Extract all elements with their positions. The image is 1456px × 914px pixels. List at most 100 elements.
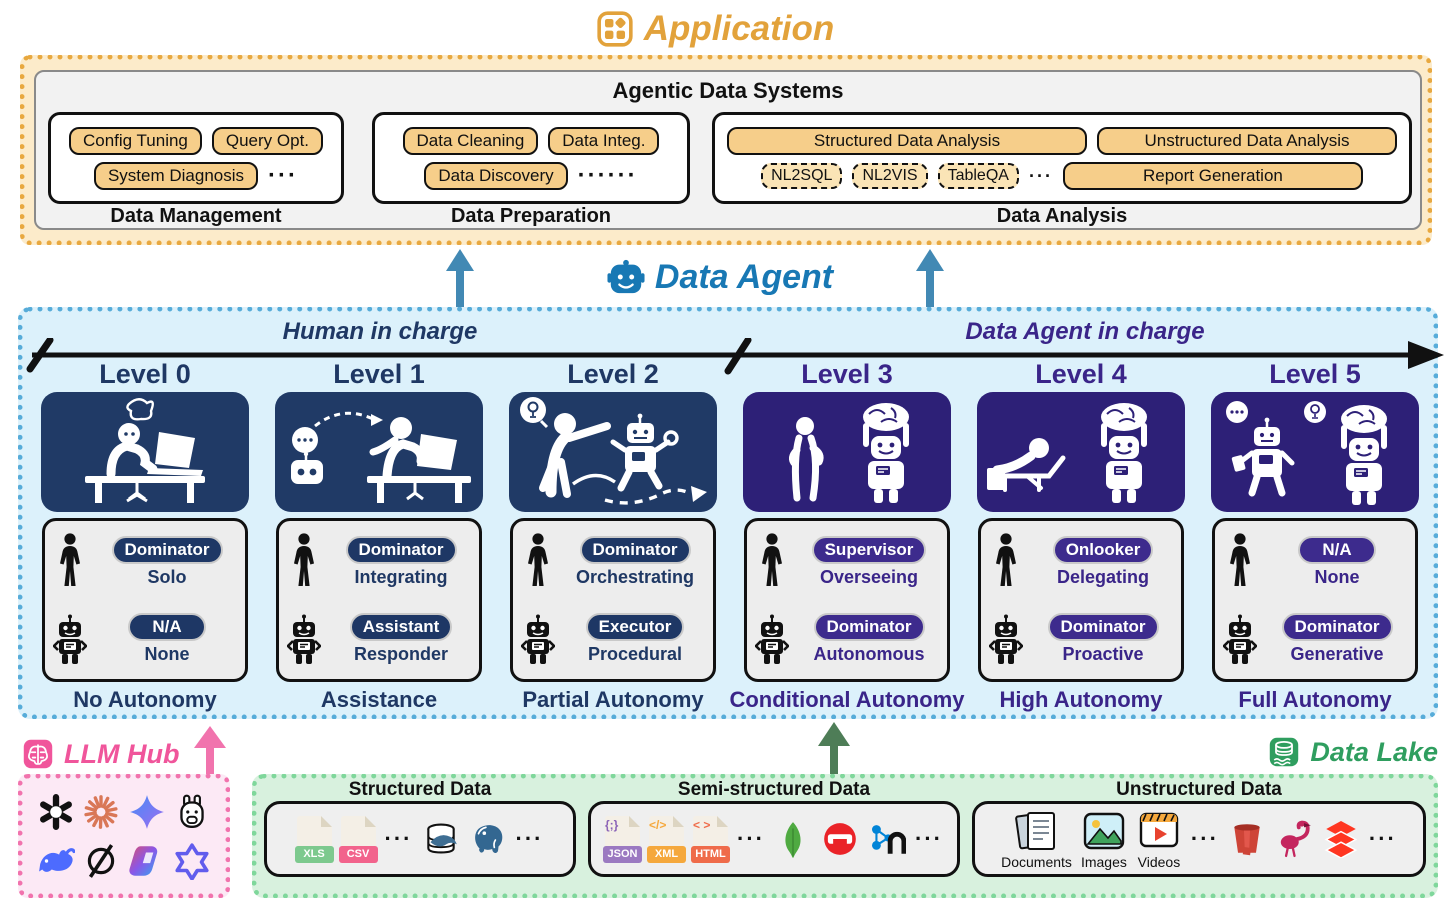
videos-item: Videos [1136,809,1182,870]
level-name: Level 0 [99,359,191,389]
grok-logo [88,843,115,878]
application-grid-icon [597,11,633,47]
agentic-data-systems-title: Agentic Data Systems [612,78,844,103]
chip-structured-analysis: Structured Data Analysis [727,126,1087,155]
human-role-badge: Dominator [111,535,223,564]
agent-style: Generative [1290,643,1384,664]
copilot-logo [129,845,158,876]
human-style: Solo [147,566,187,587]
level-0-roles: Dominator Solo N/A None [42,518,248,682]
structured-data-tray: XLS CSV ··· ··· [264,801,576,877]
xml-file-label: XML [647,845,687,863]
videos-icon [1139,812,1179,847]
human-icon [519,532,557,591]
structured-data-label: Structured Data [348,779,492,800]
agent-role-badge: Assistant [349,612,453,641]
up-arrow-icon [446,249,474,307]
human-role-badge: Dominator [579,535,691,564]
level-name: Level 4 [1035,359,1127,389]
html-file-label: HTML [691,845,731,863]
robot-icon [1221,612,1259,665]
data-analysis-box: Structured Data Analysis Unstructured Da… [712,112,1412,204]
chip-tableqa: TableQA [937,162,1019,189]
human-style: Delegating [1056,566,1149,587]
llm-hub-title: LLM Hub [64,738,180,769]
html-file-icon: < > HTML [691,815,731,863]
agent-role-badge: Dominator [1281,612,1393,641]
llm-up-arrow-icon [194,726,226,778]
level-name: Level 5 [1269,359,1361,389]
ellipsis: ··· [1190,826,1219,851]
ellipsis: ······ [577,161,638,189]
chip-data-cleaning: Data Cleaning [402,126,539,155]
level-2-roles: Dominator Orchestrating Executor Procedu… [510,518,716,682]
images-item: Images [1081,809,1127,870]
data-agent-title: Data Agent [654,257,834,296]
level-caption: Assistance [320,687,438,712]
couchbase-logo [824,823,856,855]
human-role-badge: Onlooker [1052,535,1154,564]
mysql-logo [426,823,457,854]
unstructured-data-tray: Documents Images Videos ··· [972,801,1426,877]
level-name: Level 2 [567,359,659,389]
data-preparation-box: Data Cleaning Data Integ. Data Discovery… [372,112,690,204]
level-5-roles: N/A None Dominator Generative [1212,518,1418,682]
documents-icon [1014,811,1055,850]
human-icon [1221,532,1259,591]
xls-file-label: XLS [294,845,334,863]
human-icon [51,532,89,591]
flamingo-logo [1280,820,1311,858]
data-management-label: Data Management [110,205,282,227]
level-3-illustration [743,392,951,512]
ellipsis: ··· [1028,165,1053,186]
robot-icon [987,612,1025,665]
robot-icon [519,612,557,665]
chip-report-generation: Report Generation [1062,161,1363,190]
supervisor-brain-robot-scene-icon [788,392,951,512]
lake-up-arrow-icon [818,722,850,778]
level-3-roles: Supervisor Overseeing Dominator Autonomo… [744,518,950,682]
level-1-illustration [275,392,483,512]
semi-structured-data-label: Semi-structured Data [677,779,871,800]
robot-icon [51,612,89,665]
chip-unstructured-analysis: Unstructured Data Analysis [1097,126,1397,155]
level-caption: Conditional Autonomy [729,687,965,712]
level-name: Level 1 [333,359,425,389]
mongodb-logo [785,822,801,858]
human-icon [987,532,1025,591]
data-lake-heading: Data Lake [1248,734,1438,770]
anthropic-logo [84,794,118,829]
struggling-human-scene-icon [85,398,205,503]
data-lake-title: Data Lake [1310,736,1438,767]
human-style: Overseeing [819,566,919,587]
human-style: Integrating [354,566,448,587]
chip-query-opt: Query Opt. [211,126,324,155]
agent-role-badge: Dominator [813,612,925,641]
human-role-badge: Supervisor [811,535,927,564]
level-1-roles: Dominator Integrating Assistant Responde… [276,518,482,682]
agent-style: Procedural [587,643,683,664]
chip-data-discovery: Data Discovery [424,161,568,190]
unstructured-data-label: Unstructured Data [1116,779,1282,800]
ellipsis: ··· [384,826,413,851]
up-arrow-icon [916,249,944,307]
semi-structured-data-tray: {;} JSON </> XML < > HTML ··· ··· [588,801,960,877]
robots-collaborating-scene-icon [1226,401,1419,512]
postgresql-logo [474,825,502,853]
deepseek-logo [38,847,75,872]
level-5-column: Level 5 [1210,358,1420,713]
ellipsis: ··· [515,826,544,851]
data-analysis-label: Data Analysis [996,205,1128,227]
level-caption: Partial Autonomy [522,687,704,712]
application-title: Application [643,9,835,48]
agent-style: Responder [353,643,449,664]
level-0-illustration [41,392,249,512]
ellipsis: ··· [915,826,943,851]
directing-human-robot-scene-icon [520,397,707,505]
level-4-illustration [977,392,1185,512]
level-5-illustration [1211,392,1419,512]
data-preparation-label: Data Preparation [450,205,612,227]
lounging-human-brain-robot-scene-icon [987,392,1185,512]
level-name: Level 3 [801,359,893,389]
